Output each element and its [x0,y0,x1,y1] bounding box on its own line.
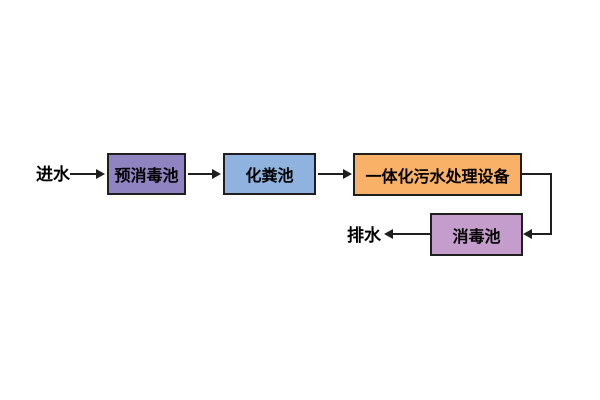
edge-pre-to-septic-line [188,173,212,175]
edge-integrated-to-disinfection-seg-h1 [521,173,552,175]
arrowhead-right-icon [343,169,352,179]
edge-integrated-to-disinfection-seg-h2 [532,233,552,235]
edge-integrated-to-disinfection-seg-v [550,173,552,235]
arrowhead-left-icon [384,229,393,239]
arrowhead-left-icon [523,229,532,239]
node-integrated-sewage-treatment-label: 一体化污水处理设备 [365,168,510,186]
node-septic-tank: 化粪池 [223,153,316,195]
arrowhead-right-icon [212,169,221,179]
node-integrated-sewage-treatment: 一体化污水处理设备 [353,153,522,196]
node-pre-disinfection-tank: 预消毒池 [107,153,186,195]
node-disinfection-tank-label: 消毒池 [452,228,501,246]
node-disinfection-tank: 消毒池 [430,213,523,256]
edge-disinfection-to-outlet-line [392,233,430,235]
node-septic-tank-label: 化粪池 [245,168,294,185]
edge-inlet-to-pre-line [70,173,97,175]
node-pre-disinfection-tank-label: 预消毒池 [114,168,179,185]
outlet-label: 排水 [347,226,381,245]
inlet-label: 进水 [36,165,70,184]
arrowhead-right-icon [96,169,105,179]
edge-septic-to-integrated-line [318,173,343,175]
